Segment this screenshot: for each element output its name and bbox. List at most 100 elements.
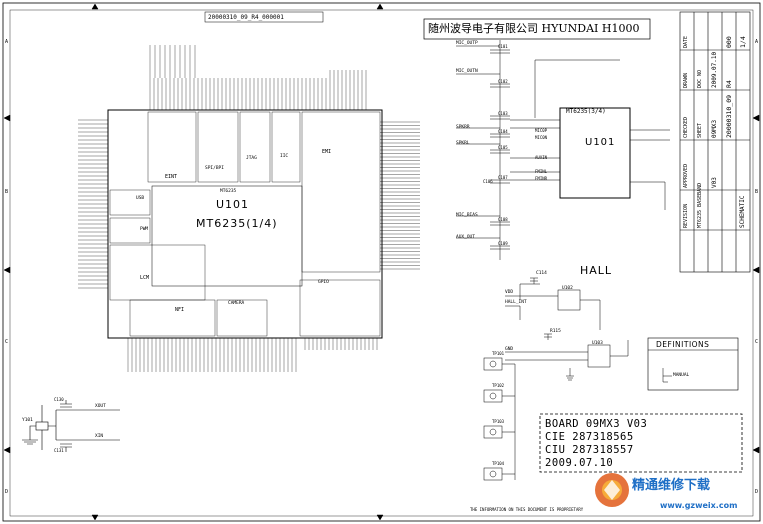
tb-value-5: 000 xyxy=(725,36,733,48)
hall-ic-u103 xyxy=(587,344,611,368)
board-line-1: BOARD 09MX3 V03 xyxy=(545,418,648,430)
footer-note: THE INFORMATION ON THIS DOCUMENT IS PROP… xyxy=(470,507,584,512)
sub-net-1: MIC_OUTN xyxy=(456,69,478,74)
block-label-camera: CAMERA xyxy=(228,301,245,306)
sub-cap-7: C108 xyxy=(498,217,508,222)
block-label-lcm: LCM xyxy=(140,275,150,281)
frame-letter-d: D xyxy=(5,489,9,495)
block-label-eint: EINT xyxy=(165,174,178,180)
definitions-symbol xyxy=(662,368,672,383)
crystal-net-xin: XIN xyxy=(95,434,104,439)
tb-row-4: REVISION xyxy=(683,203,689,228)
frame-ticks xyxy=(3,3,760,521)
tp-label-1: TP102 xyxy=(492,383,505,388)
usb-block xyxy=(109,189,151,216)
block-label-jtag: JTAG xyxy=(246,156,257,161)
tp-label-0: TP101 xyxy=(492,351,505,356)
crystal-net-xout: XOUT xyxy=(95,404,106,409)
tb-row-6: SHEET xyxy=(697,122,703,138)
sub-net-0: MIC_OUTP xyxy=(456,41,478,46)
sub-cap-2: C103 xyxy=(498,111,508,116)
hall-part-2: R115 xyxy=(550,329,561,334)
tb-row-2: CHECKED xyxy=(683,116,689,138)
top-code-box xyxy=(204,11,324,23)
sub-cap-4: C105 xyxy=(498,145,508,150)
sub-in-3: FMINL xyxy=(535,169,548,174)
hall-net-int: HALL_INT xyxy=(505,300,527,305)
tb-value-6: 1/4 xyxy=(739,36,747,48)
tp-label-3: TP104 xyxy=(492,461,505,466)
tb-row-0: DATE xyxy=(683,35,689,48)
tb-value-4: R4 xyxy=(725,80,733,88)
block-label-emi-2: GPIO xyxy=(318,280,329,285)
sub-cap-0: C101 xyxy=(498,44,508,49)
hall-circuit xyxy=(505,277,629,381)
tb-row-1: DRAWN xyxy=(683,72,689,88)
block-label-iic: IIC xyxy=(280,154,289,159)
tp-label-2: TP103 xyxy=(492,419,505,424)
sub-ic-wires xyxy=(456,40,670,260)
block-label-pwm: PWM xyxy=(140,227,149,232)
watermark-url: www.gzweix.com xyxy=(660,501,738,510)
hall-part-0: U102 xyxy=(562,286,573,291)
eint-block xyxy=(147,111,197,183)
lcm-block xyxy=(109,244,206,301)
sub-net-2: SPKRR xyxy=(456,125,470,130)
pwm-block xyxy=(109,217,151,244)
block-label-emi: EMI xyxy=(322,149,332,155)
sub-cap-8: C109 xyxy=(498,241,508,246)
camera-block xyxy=(216,299,268,337)
tb-row-3: APPROVED xyxy=(683,163,689,188)
test-point-pad xyxy=(483,467,503,481)
crystal-cap-1: C131 xyxy=(54,448,64,453)
frame-letter-c: C xyxy=(5,339,9,345)
test-point-pad xyxy=(483,389,503,403)
hall-part-1: C114 xyxy=(536,271,547,276)
hall-net-gnd: GND xyxy=(505,347,514,352)
main-ic-part: MT6235(1/4) xyxy=(196,217,278,230)
sub-in-4: FMINR xyxy=(535,176,548,181)
test-point-dot xyxy=(489,360,497,368)
sub-ic-body xyxy=(559,107,631,199)
frame-letter-b-r: B xyxy=(755,189,759,195)
sub-net-4: MIC_BIAS xyxy=(456,213,478,218)
header-title: 随州波导电子有限公司 HYUNDAI H1000 xyxy=(428,22,640,35)
sub-cap-3: C104 xyxy=(498,129,508,134)
test-point-pad xyxy=(483,357,503,371)
sub-in-2: AUXIN xyxy=(535,155,548,160)
board-line-4: 2009.07.10 xyxy=(545,457,614,469)
tb-value-1: 09MX3 xyxy=(711,119,718,138)
frame-letter-d-r: D xyxy=(755,489,759,495)
hall-part-3: U103 xyxy=(592,341,603,346)
jtag-block xyxy=(239,111,271,183)
crystal-ref: Y101 xyxy=(22,418,33,423)
definitions-title: DEFINITIONS xyxy=(656,340,710,349)
frame-letter-b: B xyxy=(5,189,9,195)
test-point-dot xyxy=(489,470,497,478)
sub-ic-part: MT6235(3/4) xyxy=(566,108,606,115)
sub-ic-ref: U101 xyxy=(585,137,616,148)
test-point-dot xyxy=(489,428,497,436)
header-title-box xyxy=(423,18,651,40)
frame-letter-a: A xyxy=(5,39,9,45)
nfi-block xyxy=(129,299,216,337)
sub-cap-6: C107 xyxy=(498,175,508,180)
watermark-cn: 精通维修下载 xyxy=(632,478,711,493)
top-code-label: 20000310_09_R4_000001 xyxy=(208,14,284,21)
main-ic-pins xyxy=(78,119,420,372)
sub-in-0: MIC0P xyxy=(535,128,548,133)
main-ic-ref: U101 xyxy=(216,198,250,211)
main-ic-sub: MT6235 xyxy=(220,189,237,194)
definitions-box xyxy=(647,337,739,391)
sub-cap-1: C102 xyxy=(498,79,508,84)
crystal-body xyxy=(35,421,49,431)
board-line-3: CIU 287318557 xyxy=(545,444,634,456)
board-line-2: CIE 287318565 xyxy=(545,431,634,443)
tb-row-5: DOC NO xyxy=(697,69,703,88)
sub-net-5: AUX_OUT xyxy=(456,235,475,240)
board-info-box xyxy=(539,413,743,473)
frame-letter-a-r: A xyxy=(755,39,759,45)
crystal-cap-0: C130 xyxy=(54,397,64,402)
